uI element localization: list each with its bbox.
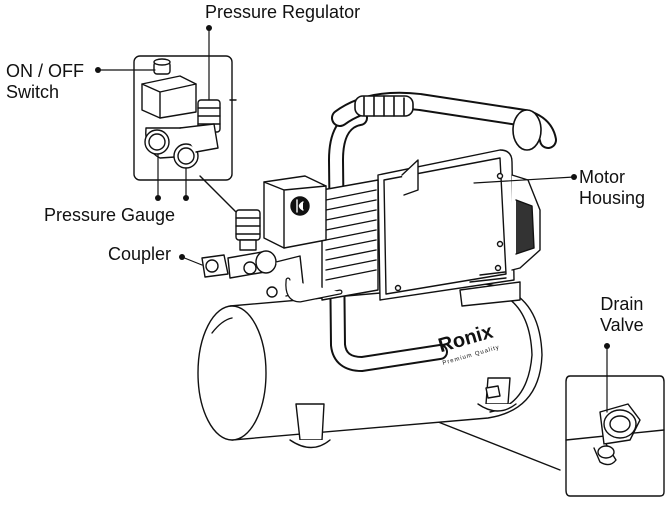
label-drain-valve-line2: Valve (600, 315, 644, 335)
label-motor-housing: Motor Housing (579, 167, 645, 209)
inset-switch-gauges (133, 55, 233, 181)
on-off-switch-body (263, 175, 327, 249)
inset-connector-switch (199, 175, 237, 213)
leader-dots (95, 25, 610, 349)
coupler-assembly (201, 250, 343, 303)
label-pressure-gauge: Pressure Gauge (44, 205, 176, 225)
pressure-regulator-body (235, 209, 261, 251)
label-on-off-switch: ON / OFF Switch (6, 61, 84, 103)
label-coupler: Coupler (108, 244, 172, 264)
inset-drain-valve (565, 375, 665, 497)
label-drain-valve-line1: Drain (600, 294, 644, 314)
label-on-off-switch-line2: Switch (6, 82, 60, 102)
motor-housing (377, 149, 541, 307)
label-motor-housing-line1: Motor (579, 167, 626, 187)
label-pressure-regulator: Pressure Regulator (205, 2, 361, 22)
label-drain-valve: Drain Valve (600, 294, 644, 336)
pump-cylinder (321, 179, 379, 301)
pressure-gauges-body (243, 261, 257, 275)
leader-motor (473, 176, 575, 184)
leader-lines (97, 27, 608, 413)
label-motor-housing-line2: Housing (579, 188, 646, 208)
leader-coupler (181, 256, 203, 266)
label-on-off-switch-line1: ON / OFF (6, 61, 84, 81)
drain-valve-on-tank (485, 385, 501, 399)
carry-handle (328, 91, 557, 372)
